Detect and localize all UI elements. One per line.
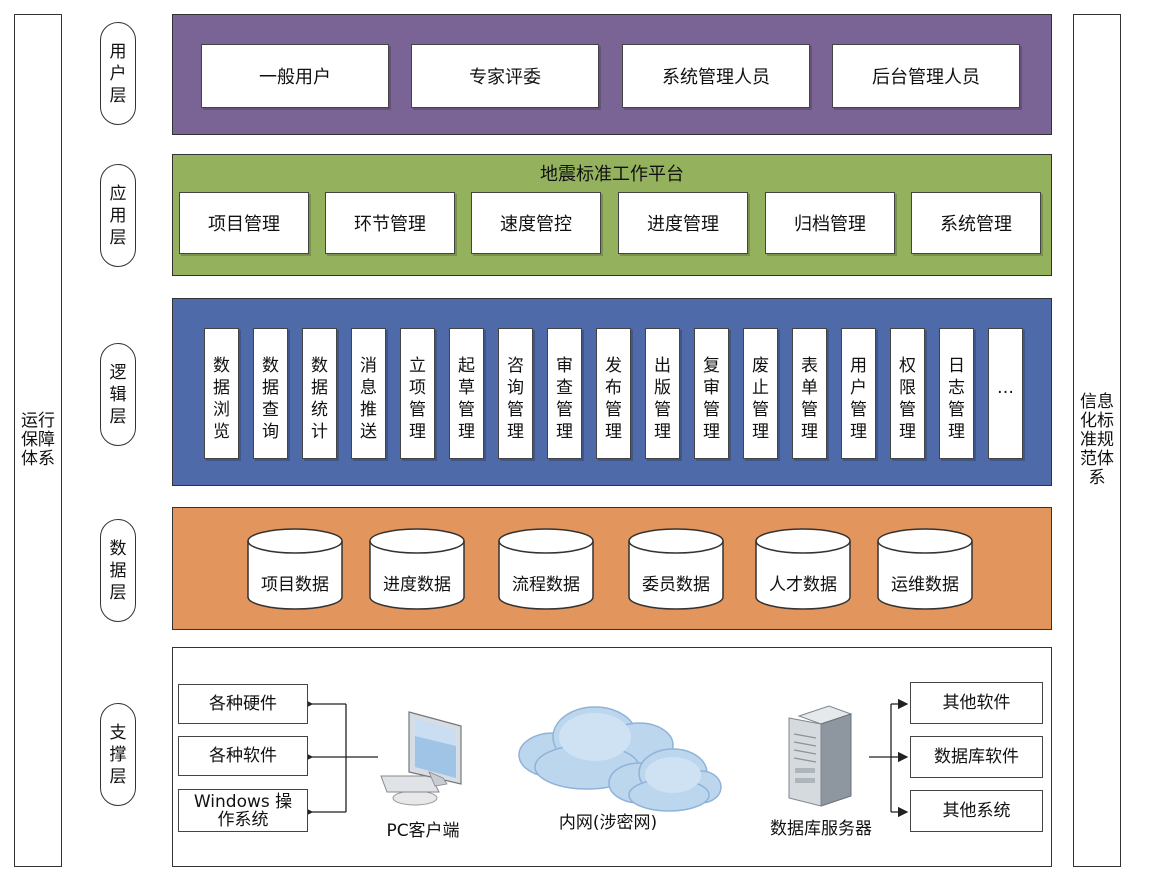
- user-item-general: 一般用户: [201, 44, 389, 108]
- pc-client-icon: [380, 711, 462, 806]
- db-workflow: 流程数据: [498, 528, 594, 610]
- layer-label-user: 用户层: [100, 22, 136, 125]
- support-item-hardware: 各种硬件: [178, 684, 308, 724]
- app-item-archive: 归档管理: [765, 192, 895, 254]
- layer-label-support-text: 支撑层: [109, 722, 127, 787]
- logic-item-re-review: 复审管理: [694, 328, 729, 459]
- client-connector-lines: [308, 698, 378, 818]
- logic-item-browse: 数据浏览: [204, 328, 239, 459]
- db-talent-label: 人才数据: [769, 575, 837, 595]
- db-project-label: 项目数据: [261, 575, 329, 595]
- layer-label-logic: 逻辑层: [100, 343, 136, 446]
- logic-item-abolish-label: 废止管理: [752, 356, 769, 442]
- db-workflow-label: 流程数据: [512, 575, 580, 595]
- user-item-backend-admin: 后台管理人员: [832, 44, 1020, 108]
- user-item-sysadmin: 系统管理人员: [622, 44, 810, 108]
- layer-label-logic-text: 逻辑层: [109, 362, 127, 427]
- layer-label-data-text: 数据层: [109, 538, 127, 603]
- logic-item-review-label: 审查管理: [556, 356, 573, 442]
- logic-item-initiation: 立项管理: [400, 328, 435, 459]
- logic-item-more: …: [988, 328, 1023, 459]
- support-item-other-systems: 其他系统: [910, 790, 1043, 832]
- database-cylinder-icon: [755, 528, 851, 610]
- db-project: 项目数据: [247, 528, 343, 610]
- app-item-progress: 进度管理: [618, 192, 748, 254]
- app-item-speed: 速度管控: [471, 192, 601, 254]
- server-caption: 数据库服务器: [770, 819, 872, 839]
- logic-item-drafting-label: 起草管理: [458, 356, 475, 442]
- logic-layer-panel: 数据浏览 数据查询 数据统计 消息推送 立项管理 起草管理 咨询管理 审查管理 …: [172, 298, 1052, 486]
- app-item-stage: 环节管理: [325, 192, 455, 254]
- layer-label-user-text: 用户层: [109, 41, 127, 106]
- database-cylinder-icon: [877, 528, 973, 610]
- logic-item-forms-label: 表单管理: [801, 356, 818, 442]
- pc-client-caption: PC客户端: [386, 821, 460, 841]
- support-item-database-software: 数据库软件: [910, 736, 1043, 778]
- layer-label-support: 支撑层: [100, 703, 136, 806]
- database-cylinder-icon: [369, 528, 465, 610]
- support-layer-panel: 各种硬件 各种软件 Windows 操作系统 PC客户端: [172, 647, 1052, 867]
- logic-item-users: 用户管理: [841, 328, 876, 459]
- logic-item-logs: 日志管理: [939, 328, 974, 459]
- db-progress: 进度数据: [369, 528, 465, 610]
- logic-item-consulting: 咨询管理: [498, 328, 533, 459]
- logic-item-query-label: 数据查询: [262, 356, 279, 442]
- database-cylinder-icon: [498, 528, 594, 610]
- logic-item-push-label: 消息推送: [360, 356, 377, 442]
- logic-item-browse-label: 数据浏览: [213, 356, 230, 442]
- db-talent: 人才数据: [755, 528, 851, 610]
- db-operations: 运维数据: [877, 528, 973, 610]
- user-item-expert: 专家评委: [411, 44, 599, 108]
- server-connector-lines: [869, 698, 909, 818]
- logic-item-query: 数据查询: [253, 328, 288, 459]
- db-operations-label: 运维数据: [891, 575, 959, 595]
- platform-title: 地震标准工作平台: [540, 164, 684, 185]
- logic-item-consulting-label: 咨询管理: [507, 356, 524, 442]
- logic-item-review: 审查管理: [547, 328, 582, 459]
- logic-item-logs-label: 日志管理: [948, 356, 965, 442]
- logic-item-statistics: 数据统计: [302, 328, 337, 459]
- logic-item-initiation-label: 立项管理: [409, 356, 426, 442]
- database-cylinder-icon: [628, 528, 724, 610]
- logic-item-forms: 表单管理: [792, 328, 827, 459]
- layer-label-data: 数据层: [100, 519, 136, 622]
- db-committee: 委员数据: [628, 528, 724, 610]
- support-item-other-software: 其他软件: [910, 682, 1043, 724]
- logic-item-abolish: 废止管理: [743, 328, 778, 459]
- db-progress-label: 进度数据: [383, 575, 451, 595]
- logic-item-statistics-label: 数据统计: [311, 356, 328, 442]
- support-item-windows-os: Windows 操作系统: [178, 789, 308, 832]
- logic-item-users-label: 用户管理: [850, 356, 867, 442]
- layer-label-app: 应用层: [100, 164, 136, 267]
- logic-item-re-review-label: 复审管理: [703, 356, 720, 442]
- logic-item-drafting: 起草管理: [449, 328, 484, 459]
- logic-item-more-label: …: [997, 378, 1014, 398]
- database-cylinder-icon: [247, 528, 343, 610]
- app-layer-panel: 地震标准工作平台 项目管理 环节管理 速度管控 进度管理 归档管理 系统管理: [172, 154, 1052, 276]
- right-pillar-label: 信息化标准规范体系: [1080, 392, 1114, 488]
- right-pillar: 信息化标准规范体系: [1073, 14, 1121, 867]
- database-server-icon: [788, 705, 853, 807]
- logic-item-release-label: 发布管理: [605, 356, 622, 442]
- left-pillar-label: 运行保障体系: [21, 411, 55, 469]
- user-layer-panel: 一般用户 专家评委 系统管理人员 后台管理人员: [172, 14, 1052, 135]
- support-item-software: 各种软件: [178, 736, 308, 776]
- network-caption: 内网(涉密网): [558, 813, 658, 833]
- data-layer-panel: 项目数据 进度数据 流程数据 委员数据 人才数据 运维数据: [172, 507, 1052, 630]
- layer-label-app-text: 应用层: [109, 183, 127, 248]
- logic-item-permissions: 权限管理: [890, 328, 925, 459]
- logic-item-publishing: 出版管理: [645, 328, 680, 459]
- app-item-project: 项目管理: [179, 192, 309, 254]
- db-committee-label: 委员数据: [642, 575, 710, 595]
- left-pillar: 运行保障体系: [14, 14, 62, 867]
- logic-item-publishing-label: 出版管理: [654, 356, 671, 442]
- logic-item-release: 发布管理: [596, 328, 631, 459]
- network-cloud-icon: [518, 706, 722, 812]
- logic-item-push: 消息推送: [351, 328, 386, 459]
- app-item-system: 系统管理: [911, 192, 1041, 254]
- logic-item-permissions-label: 权限管理: [899, 356, 916, 442]
